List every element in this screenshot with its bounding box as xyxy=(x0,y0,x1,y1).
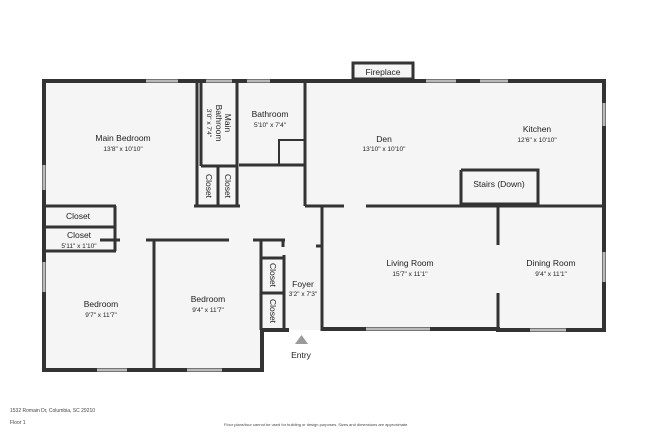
living-room-name: Living Room xyxy=(386,258,433,268)
fireplace: Fireplace xyxy=(351,61,415,81)
entry-label: Entry xyxy=(291,350,312,360)
main-bathroom-name-2: Bathroom xyxy=(214,105,224,142)
disclaimer-text: Floor plans/tour cannot be used for buil… xyxy=(224,422,409,427)
living-room-dims: 15'7" x 11'1" xyxy=(392,271,428,278)
bedroom-left-name: Bedroom xyxy=(84,299,119,309)
windows xyxy=(42,79,606,372)
kitchen-name: Kitchen xyxy=(523,124,552,134)
stairs-label: Stairs (Down) xyxy=(473,179,525,189)
closet-b-label: Closet xyxy=(223,174,233,199)
dining-room-dims: 9'4" x 11'1" xyxy=(535,271,567,278)
room-living-room: Living Room 15'7" x 11'1" xyxy=(386,258,433,278)
main-bathroom-dims: 3'0" x 7'4" xyxy=(205,109,212,138)
room-bedroom-mid: Bedroom 9'4" x 11'7" xyxy=(191,294,226,314)
room-main-bathroom: Main Bathroom 3'0" x 7'4" xyxy=(205,105,233,142)
address-text: 1532 Romain Dr, Columbia, SC 29210 xyxy=(10,408,96,414)
room-bedroom-left: Bedroom 9'7" x 11'7" xyxy=(84,299,119,319)
bedroom-mid-dims: 9'4" x 11'7" xyxy=(192,307,224,314)
kitchen-dims: 12'6" x 10'10" xyxy=(517,137,557,144)
main-bedroom-dims: 13'8" x 10'10" xyxy=(103,146,143,153)
closet-left2-label: Closet xyxy=(67,230,92,240)
bathroom-name: Bathroom xyxy=(252,109,289,119)
foyer-dims: 3'2" x 7'3" xyxy=(289,291,318,298)
main-bedroom-name: Main Bedroom xyxy=(95,133,150,143)
bathroom-dims: 5'10" x 7'4" xyxy=(254,122,287,129)
main-bathroom-name-1: Main xyxy=(223,114,233,133)
fireplace-label: Fireplace xyxy=(366,67,401,77)
room-dining-room: Dining Room 9'4" x 11'1" xyxy=(526,258,575,278)
entry-arrow-icon xyxy=(295,335,308,344)
den-dims: 13'10" x 10'10" xyxy=(363,146,407,153)
closet-foyer1-label: Closet xyxy=(268,263,278,288)
closet-left2-dims: 5'11" x 1'10" xyxy=(61,243,97,250)
foyer-name: Foyer xyxy=(292,279,314,289)
closet-left1-label: Closet xyxy=(66,211,91,221)
room-foyer: Foyer 3'2" x 7'3" xyxy=(289,279,318,298)
den-name: Den xyxy=(376,134,392,144)
dining-room-name: Dining Room xyxy=(526,258,575,268)
floor-label: Floor 1 xyxy=(10,420,26,426)
room-kitchen: Kitchen 12'6" x 10'10" xyxy=(517,124,557,144)
bedroom-left-dims: 9'7" x 11'7" xyxy=(85,312,117,319)
room-main-bedroom: Main Bedroom 13'8" x 10'10" xyxy=(95,133,150,153)
room-den: Den 13'10" x 10'10" xyxy=(363,134,407,153)
closet-a-label: Closet xyxy=(204,174,214,199)
closet-foyer2-label: Closet xyxy=(268,299,278,324)
interior-walls xyxy=(44,81,604,370)
room-bathroom: Bathroom 5'10" x 7'4" xyxy=(252,109,289,129)
bedroom-mid-name: Bedroom xyxy=(191,294,226,304)
closet-left2: Closet 5'11" x 1'10" xyxy=(61,230,97,250)
floor-area xyxy=(44,81,604,370)
